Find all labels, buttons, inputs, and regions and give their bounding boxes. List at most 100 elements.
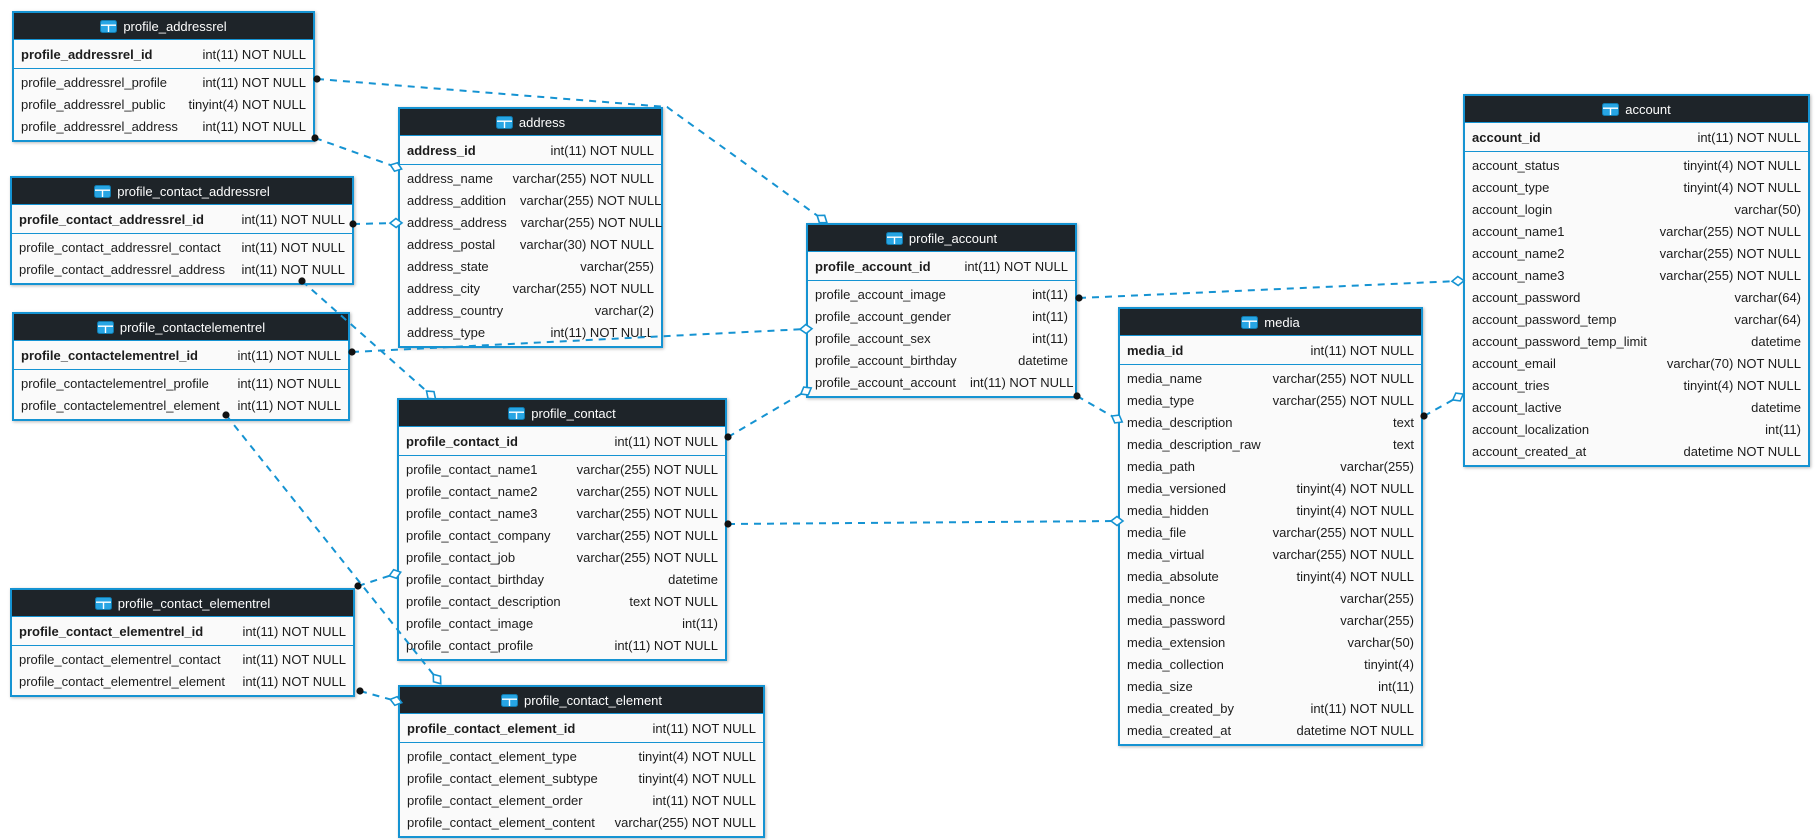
table-header-address[interactable]: address bbox=[400, 109, 661, 135]
table-header-media[interactable]: media bbox=[1120, 309, 1421, 335]
table-header-account[interactable]: account bbox=[1465, 96, 1808, 122]
table-header-profile_contact_addressrel[interactable]: profile_contact_addressrel bbox=[12, 178, 352, 204]
table-profile_contact_element[interactable]: profile_contact_element profile_contact_e… bbox=[398, 685, 765, 838]
relationship-line[interactable] bbox=[727, 520, 1118, 525]
relationship-line[interactable] bbox=[352, 222, 397, 225]
table-header-profile_contact_elementrel[interactable]: profile_contact_elementrel bbox=[12, 590, 353, 616]
table-header-profile_account[interactable]: profile_account bbox=[808, 225, 1075, 251]
relationship-profile_contact_addressrel-to-address[interactable] bbox=[349, 217, 404, 229]
relationship-profile_contact_elementrel-to-profile_contact_element[interactable] bbox=[356, 687, 404, 707]
relationship-profile_account-to-account[interactable] bbox=[1075, 275, 1466, 302]
relationship-profile_contact-to-media[interactable] bbox=[724, 515, 1125, 528]
table-header-profile_contact[interactable]: profile_contact bbox=[399, 400, 725, 426]
table-header-profile_addressrel[interactable]: profile_addressrel bbox=[14, 13, 313, 39]
relationship-line[interactable] bbox=[314, 137, 397, 168]
relationship-media-to-account[interactable] bbox=[1420, 390, 1465, 420]
relationship-line[interactable] bbox=[1076, 395, 1118, 420]
relationship-profile_account-to-media[interactable] bbox=[1073, 392, 1124, 425]
relationship-profile_addressrel-to-address[interactable] bbox=[311, 134, 403, 173]
relationship-profile_contact-to-profile_account[interactable] bbox=[724, 384, 813, 441]
table-header-profile_contact_element[interactable]: profile_contact_element bbox=[400, 687, 763, 713]
relationship-line[interactable] bbox=[1078, 280, 1459, 299]
relationship-line[interactable] bbox=[1423, 396, 1459, 417]
